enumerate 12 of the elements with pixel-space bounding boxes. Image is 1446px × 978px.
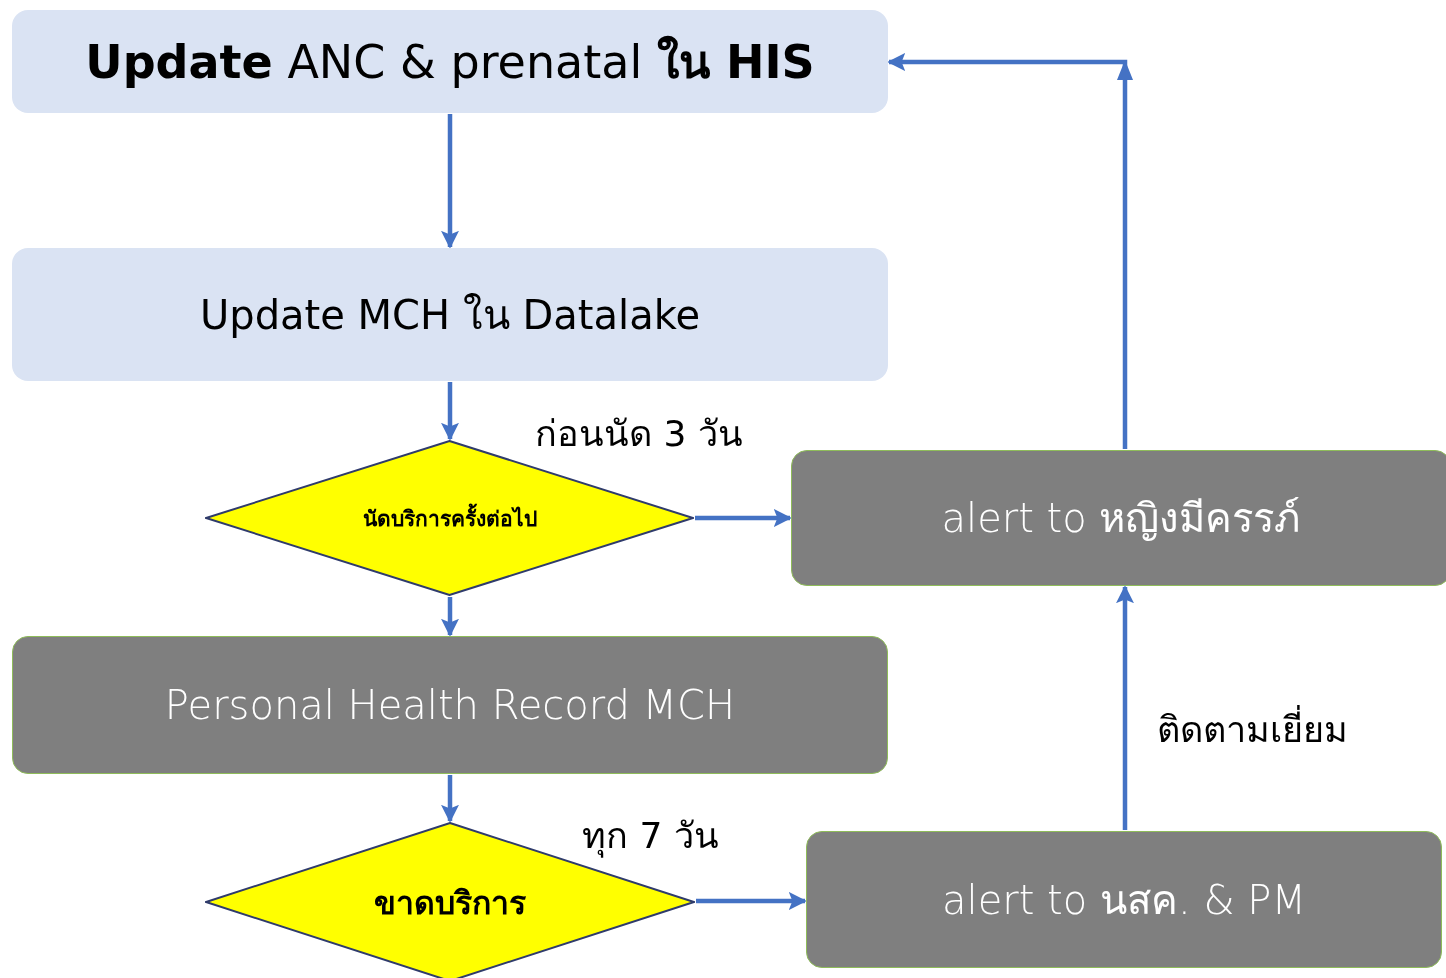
node-text: alert to นสค. & PM (942, 875, 1306, 925)
node-text: Update MCH ใน Datalake (200, 290, 700, 340)
node-text: ขาดบริการ (374, 882, 526, 924)
process-box (12, 636, 888, 774)
process-box (791, 450, 1446, 586)
node-text: alert to หญิงมีครรภ์ (941, 494, 1301, 543)
process-box (12, 248, 888, 381)
process-box (806, 831, 1442, 968)
node-text: Personal Health Record MCH (164, 682, 736, 728)
node-text: Update ANC & prenatal ใน HIS (85, 34, 815, 91)
node-text: นัดบริการครั้งต่อไป (362, 501, 537, 535)
process-box (12, 10, 888, 113)
